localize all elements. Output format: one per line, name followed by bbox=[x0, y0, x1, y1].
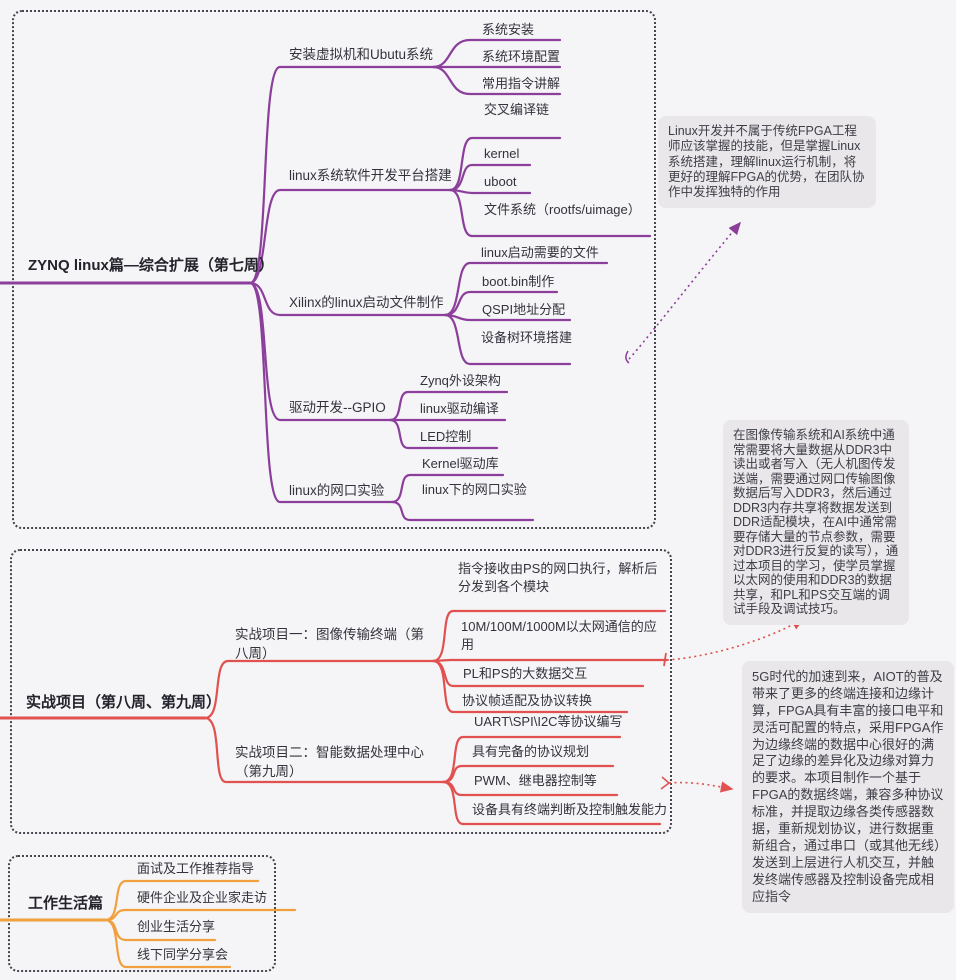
node-frame-adapt[interactable]: 协议帧适配及协议转换 bbox=[462, 693, 593, 708]
node-worklife-root[interactable]: 工作生活篇 bbox=[28, 895, 104, 912]
node-qspi-addr[interactable]: QSPI地址分配 bbox=[482, 302, 566, 317]
node-rootfs[interactable]: 文件系统（rootfs/uimage） bbox=[484, 202, 641, 217]
node-ethernet-apps[interactable]: 10M/100M/1000M以太网通信的应用 bbox=[461, 619, 657, 653]
node-xilinx-bootfiles[interactable]: Xilinx的linux启动文件制作 bbox=[289, 295, 444, 310]
node-common-commands[interactable]: 常用指令讲解 bbox=[482, 76, 561, 91]
note-5g[interactable]: 5G时代的加速到来，AIOT的普及带来了更多的终端连接和边缘计算，FPGA具有丰… bbox=[742, 661, 954, 914]
node-led-control[interactable]: LED控制 bbox=[420, 429, 472, 444]
node-project2[interactable]: 实战项目二：智能数据处理中心（第九周） bbox=[235, 745, 424, 779]
node-driver-compile[interactable]: linux驱动编译 bbox=[420, 401, 499, 416]
note-ddr-arrow bbox=[663, 618, 805, 667]
node-uboot[interactable]: uboot bbox=[484, 174, 517, 189]
node-interview-guide[interactable]: 面试及工作推荐指导 bbox=[137, 861, 255, 876]
node-terminal-trigger[interactable]: 设备具有终端判断及控制触发能力 bbox=[472, 802, 668, 817]
node-zynq-root[interactable]: ZYNQ linux篇—综合扩展（第七周） bbox=[28, 257, 274, 274]
node-system-env[interactable]: 系统环境配置 bbox=[482, 49, 561, 64]
node-system-install[interactable]: 系统安装 bbox=[482, 22, 535, 37]
node-project1[interactable]: 实战项目一：图像传输终端（第八周） bbox=[235, 627, 424, 661]
section-projects-boundary bbox=[10, 549, 672, 834]
node-cross-toolchain[interactable]: 交叉编译链 bbox=[484, 102, 550, 117]
node-kernel[interactable]: kernel bbox=[484, 146, 520, 161]
note-ddr[interactable]: 在图像传输系统和AI系统中通常需要将大量数据从DDR3中读出或者写入（无人机图传… bbox=[723, 420, 909, 625]
node-driver-gpio[interactable]: 驱动开发--GPIO bbox=[289, 400, 386, 415]
node-boot-files[interactable]: linux启动需要的文件 bbox=[481, 245, 599, 260]
node-zynq-periph[interactable]: Zynq外设架构 bbox=[420, 373, 501, 388]
node-linux-platform[interactable]: linux系统软件开发平台搭建 bbox=[289, 168, 452, 183]
node-uart-spi-i2c[interactable]: UART\SPI\I2C等协议编写 bbox=[474, 714, 623, 729]
node-eth-experiment[interactable]: linux下的网口实验 bbox=[422, 482, 527, 497]
node-install-vm[interactable]: 安装虚拟机和Ubutu系统 bbox=[289, 47, 434, 62]
node-protocol-plan[interactable]: 具有完备的协议规划 bbox=[472, 744, 590, 759]
node-ps-command[interactable]: 指令接收由PS的网口执行，解析后分发到各个模块 bbox=[458, 561, 658, 595]
node-pl-ps-data[interactable]: PL和PS的大数据交互 bbox=[463, 666, 588, 681]
node-devicetree[interactable]: 设备树环境搭建 bbox=[481, 330, 573, 345]
node-linux-eth[interactable]: linux的网口实验 bbox=[289, 483, 385, 498]
node-kernel-driver-lib[interactable]: Kernel驱动库 bbox=[422, 456, 499, 471]
node-company-visit[interactable]: 硬件企业及企业家走访 bbox=[137, 890, 268, 905]
node-pwm-relay[interactable]: PWM、继电器控制等 bbox=[474, 773, 597, 788]
node-startup-life[interactable]: 创业生活分享 bbox=[137, 919, 216, 934]
node-bootbin[interactable]: boot.bin制作 bbox=[482, 274, 555, 289]
note-linux[interactable]: Linux开发并不属于传统FPGA工程师应该掌握的技能，但是掌握Linux系统搭… bbox=[658, 116, 876, 209]
node-offline-meetup[interactable]: 线下同学分享会 bbox=[137, 947, 229, 962]
node-projects-root[interactable]: 实战项目（第八周、第九周） bbox=[26, 694, 222, 711]
